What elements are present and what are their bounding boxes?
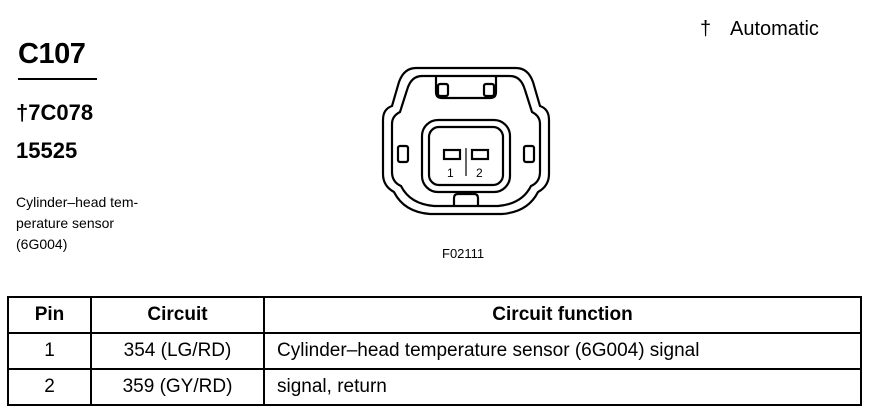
pin-cell: 1 (7, 332, 92, 370)
terminal-housing (420, 118, 512, 194)
column-header-circuit-function: Circuit function (263, 296, 862, 334)
pin-cavity-2 (470, 148, 490, 161)
locking-tab (434, 76, 498, 100)
description-line: (6G004) (16, 236, 68, 252)
function-cell: signal, return (263, 368, 862, 406)
circuit-cell: 359 (GY/RD) (90, 368, 265, 406)
table-header-row: Pin Circuit Circuit function (7, 296, 862, 334)
lock-tab-right (482, 82, 496, 98)
connector-inner-shell (390, 74, 542, 208)
part-number: †7C078 (16, 100, 94, 125)
table-row: 1 354 (LG/RD) Cylinder–head temperature … (7, 332, 862, 370)
legend: † Automatic (700, 18, 819, 41)
pin-label-2: 2 (476, 166, 483, 180)
bottom-key (452, 192, 480, 206)
pin-label-1: 1 (447, 166, 454, 180)
column-header-circuit: Circuit (90, 296, 265, 334)
component-description: Cylinder–head tem- perature sensor (6G00… (16, 192, 176, 255)
table-row: 2 359 (GY/RD) signal, return (7, 368, 862, 406)
pin-cavity-1 (442, 148, 462, 161)
circuit-cell: 354 (LG/RD) (90, 332, 265, 370)
pin-table: Pin Circuit Circuit function 1 354 (LG/R… (7, 296, 862, 406)
connector-id-underline (18, 78, 97, 80)
column-header-pin: Pin (7, 296, 92, 334)
legend-text: Automatic (730, 18, 819, 40)
connector-face-drawing: 1 2 (381, 66, 551, 216)
connector-id: C107 (18, 38, 86, 70)
right-side-key (522, 144, 536, 164)
lock-tab-left (436, 82, 450, 98)
function-cell: Cylinder–head temperature sensor (6G004)… (263, 332, 862, 370)
description-line: Cylinder–head tem- (16, 194, 139, 210)
dagger-symbol: † (700, 18, 712, 40)
terminal-housing-inner (427, 125, 505, 187)
description-line: perature sensor (16, 215, 115, 231)
left-side-key (396, 144, 410, 164)
connector-outer-shell (381, 66, 551, 216)
base-number: 15525 (16, 138, 78, 163)
pin-cell: 2 (7, 368, 92, 406)
figure-id: F02111 (442, 246, 485, 261)
